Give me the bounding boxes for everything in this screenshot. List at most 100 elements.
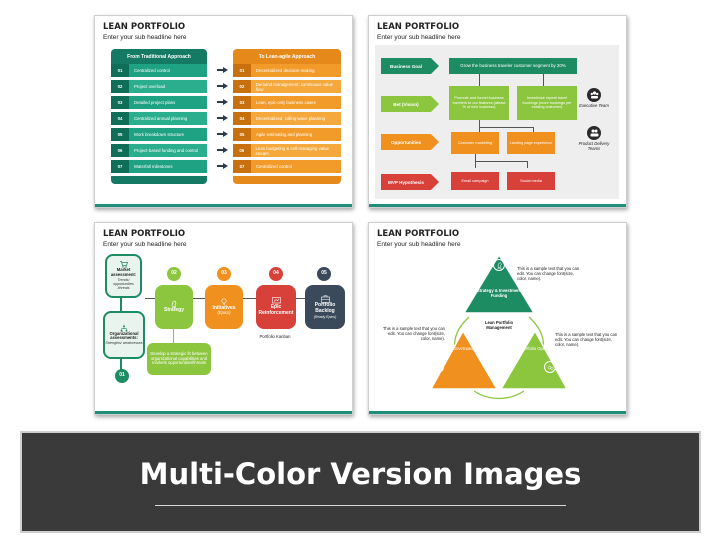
stage-initiatives-label: Initiatives — [212, 304, 236, 311]
step-number-02: 02 — [167, 267, 181, 281]
connector-line — [475, 161, 528, 162]
market-assessment-box: Market assessment: Trends/ opportunities… — [105, 254, 142, 298]
product-delivery-teams-icon — [587, 126, 601, 140]
strategy-funding-icon — [493, 259, 505, 271]
connector-line — [543, 74, 544, 86]
row-label: Work breakdown structure — [134, 132, 185, 137]
opportunity-box-left: Customer marketing — [451, 132, 499, 154]
stage-backlog-sublabel: (Ready Epics) — [313, 314, 337, 319]
row-label: Lean, epic-only business cases — [256, 100, 316, 105]
slide-title: LEAN PORTFOLIO — [377, 22, 460, 32]
row-number: 05 — [111, 128, 129, 141]
stage-portfolio-backlog: Portfolio Backlog (Ready Epics) — [305, 285, 345, 329]
step-number-05: 05 — [317, 267, 331, 281]
slide-thumbnail-1[interactable]: LEAN PORTFOLIO Enter your sub headline h… — [94, 15, 353, 208]
arrow-right-icon — [217, 115, 228, 121]
top-triangle — [463, 254, 535, 314]
sample-text-right: This is a sample text that you can edit.… — [555, 332, 618, 347]
mvp-box-left: Email campaign — [451, 172, 499, 190]
connector-line — [479, 120, 480, 132]
row-number: 06 — [111, 144, 129, 157]
right-row: 01 Decentralized decision-making — [233, 64, 341, 77]
connector-line — [533, 127, 534, 132]
slide-subtitle: Enter your sub headline here — [103, 241, 187, 248]
right-row: 07 Centralized control — [233, 160, 341, 173]
org-chart-icon — [120, 324, 128, 332]
bet-box-right: Incentivize repeat travel bookings (more… — [517, 86, 577, 120]
slide-thumbnail-4[interactable]: LEAN PORTFOLIO Enter your sub headline h… — [368, 222, 627, 415]
row-number: 06 — [233, 144, 251, 157]
row-label: Centralized control — [134, 68, 170, 73]
row-number: 05 — [233, 128, 251, 141]
sample-text-top-right: This is a sample text that you can edit.… — [517, 266, 580, 281]
stage-epic-label: Epic Reinforcement — [258, 304, 294, 316]
step-number-03: 03 — [217, 267, 231, 281]
row-number: 04 — [233, 112, 251, 125]
sample-text-left: This is a sample text that you can edit.… — [382, 326, 445, 341]
connector-line — [527, 161, 528, 168]
stage-initiatives: Initiatives (Epics) — [205, 285, 243, 329]
monitor-chart-icon — [271, 297, 281, 306]
market-assessment-title: Market assessment: — [110, 267, 137, 278]
row-label: Waterfall milestones — [134, 164, 173, 169]
row-label: Centralized control — [256, 164, 292, 169]
banner-title: Multi-Color Version Images — [139, 457, 582, 491]
note-connector — [173, 329, 174, 343]
slide-subtitle: Enter your sub headline here — [377, 34, 461, 41]
right-column-base — [233, 176, 341, 184]
organizational-assessment-subtitle: Strengths/ weaknesses — [105, 341, 143, 346]
stage-strategy: Strategy — [155, 285, 193, 329]
slide-thumbnail-3[interactable]: LEAN PORTFOLIO Enter your sub headline h… — [94, 222, 353, 415]
lean-governance-icon — [432, 361, 444, 373]
slide-title: LEAN PORTFOLIO — [103, 229, 186, 239]
triangle-top-label: Strategy & Investment Funding — [476, 288, 522, 298]
bet-box-left: Promote and funnel business travelers to… — [449, 86, 509, 120]
portfolio-operations-icon — [544, 361, 556, 373]
briefcase-icon — [320, 295, 330, 303]
triangle-right-label: Agile Portfolio Operations — [510, 346, 558, 351]
label-business-goal: Business Goal — [381, 58, 439, 74]
slide-subtitle: Enter your sub headline here — [377, 241, 461, 248]
arrow-right-icon — [217, 67, 228, 73]
row-label: Centralized annual planning — [134, 116, 188, 121]
step-number-04: 04 — [269, 267, 283, 281]
triangle-left-label: Lean Governance — [442, 346, 476, 351]
right-triangle — [500, 330, 568, 390]
left-triangle — [430, 330, 498, 390]
row-label: Decentralized decision-making — [256, 68, 315, 73]
slide-title: LEAN PORTFOLIO — [377, 229, 460, 239]
row-label: Demand management; continuous value flow — [255, 81, 333, 92]
left-column-base — [111, 176, 207, 184]
right-row: 06 Lean budgeting & self-managing value s… — [233, 144, 341, 157]
banner: Multi-Color Version Images — [20, 431, 701, 533]
row-number: 07 — [233, 160, 251, 173]
row-number: 01 — [233, 64, 251, 77]
arrow-right-icon — [217, 131, 228, 137]
label-mvp-hypothesis: MVP Hypothesis — [381, 174, 439, 190]
row-label: Detailed project plans — [134, 100, 176, 105]
triangle-diagram — [430, 254, 568, 400]
right-row: 05 Agile estimating and planning — [233, 128, 341, 141]
stage-backlog-label: Portfolio Backlog — [314, 302, 336, 314]
chess-knight-icon — [171, 300, 177, 308]
row-label: Agile estimating and planning — [256, 132, 313, 137]
arrow-right-icon — [217, 163, 228, 169]
row-label: Decentralized, rolling-wave planning — [256, 116, 326, 121]
connector-line — [479, 127, 534, 128]
opportunity-box-right: Landing page experience — [507, 132, 555, 154]
row-label: Lean budgeting & self-managing value str… — [255, 145, 329, 156]
cart-icon — [119, 261, 128, 269]
slide-thumbnail-2[interactable]: LEAN PORTFOLIO Enter your sub headline h… — [368, 15, 627, 208]
stage-strategy-label: Strategy — [163, 307, 184, 314]
product-delivery-teams-label: Product Delivery Teams — [578, 141, 610, 151]
left-row: 03 Detailed project plans — [111, 96, 207, 109]
label-opportunities: Opportunities — [381, 134, 439, 150]
row-number: 03 — [111, 96, 129, 109]
left-row: 05 Work breakdown structure — [111, 128, 207, 141]
